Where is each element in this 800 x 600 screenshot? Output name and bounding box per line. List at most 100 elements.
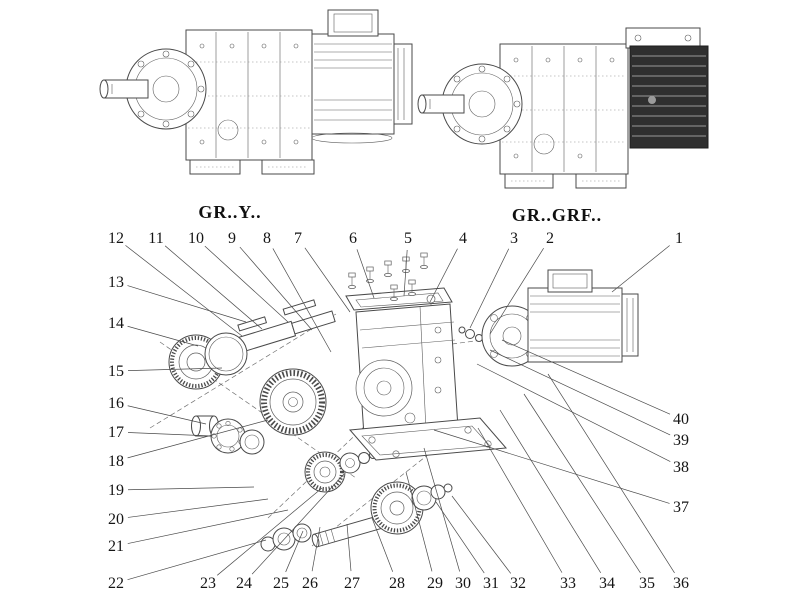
leader-line-1: [611, 245, 670, 293]
lower-gear: [370, 481, 424, 535]
leader-line-27: [346, 523, 352, 572]
flange-right: [441, 63, 523, 145]
terminal-box-left: [327, 9, 379, 37]
callout-number-35: 35: [639, 575, 655, 592]
feet-left: [189, 159, 315, 175]
bearing-large: [210, 418, 246, 454]
leader-line-21: [127, 509, 289, 544]
callout-number-24: 24: [236, 575, 252, 592]
callout-number-31: 31: [483, 575, 499, 592]
leader-line-7: [304, 247, 351, 313]
shaft-key-2: [282, 299, 317, 316]
callout-number-14: 14: [108, 315, 124, 332]
leader-line-34: [499, 409, 601, 573]
flange-left: [125, 48, 207, 130]
callout-number-3: 3: [510, 230, 518, 247]
leader-line-23: [216, 487, 323, 576]
leader-line-16: [127, 405, 207, 425]
callout-number-11: 11: [148, 230, 163, 247]
callout-number-33: 33: [560, 575, 576, 592]
variant-label-gr-grf: GR..GRF..: [512, 205, 602, 225]
output-shaft-left: [99, 79, 149, 99]
leader-line-2: [489, 247, 544, 335]
callout-number-38: 38: [673, 459, 689, 476]
leader-line-26: [311, 526, 321, 572]
leader-line-5: [403, 249, 408, 297]
leader-line-12: [125, 245, 243, 337]
callout-number-16: 16: [108, 395, 124, 412]
callout-number-39: 39: [673, 432, 689, 449]
output-shaft-right: [417, 94, 465, 114]
leader-line-38: [476, 363, 671, 462]
callout-number-23: 23: [200, 575, 216, 592]
callout-number-25: 25: [273, 575, 289, 592]
leader-line-11: [164, 245, 263, 330]
leader-line-40: [501, 339, 671, 415]
callout-number-36: 36: [673, 575, 689, 592]
leader-line-36: [547, 373, 675, 574]
leader-line-28: [371, 517, 394, 572]
leader-line-14: [127, 325, 199, 347]
callout-number-21: 21: [108, 538, 124, 555]
callout-number-7: 7: [294, 230, 302, 247]
bearing-small: [239, 429, 265, 455]
leader-line-17: [127, 432, 213, 437]
exploded-view: [149, 252, 639, 552]
shaft-key-1: [237, 316, 268, 332]
callout-number-37: 37: [673, 499, 689, 516]
gearcase-left: [185, 29, 313, 161]
leader-line-35: [523, 393, 641, 574]
callout-number-28: 28: [389, 575, 405, 592]
leader-line-19: [127, 486, 255, 491]
leader-line-4: [429, 248, 458, 303]
callout-number-19: 19: [108, 482, 124, 499]
variant-label-gr-y: GR..Y..: [198, 202, 261, 222]
callout-number-32: 32: [510, 575, 526, 592]
callout-number-29: 29: [427, 575, 443, 592]
alignment-axes: [149, 313, 499, 547]
leader-line-10: [204, 245, 289, 323]
mounting-base: [348, 417, 508, 461]
callout-number-12: 12: [108, 230, 124, 247]
callout-number-34: 34: [599, 575, 615, 592]
callout-number-27: 27: [344, 575, 360, 592]
leader-line-33: [477, 427, 563, 573]
leader-line-29: [405, 471, 433, 572]
motor-exploded: [481, 269, 639, 367]
leader-line-37: [433, 429, 670, 504]
leader-line-8: [272, 248, 332, 353]
callout-number-15: 15: [108, 363, 124, 380]
callout-number-8: 8: [263, 230, 271, 247]
large-gear: [259, 368, 327, 436]
callout-number-13: 13: [108, 274, 124, 291]
leader-line-3: [469, 248, 510, 329]
mid-gear: [304, 451, 346, 493]
callout-number-22: 22: [108, 575, 124, 592]
callout-number-1: 1: [675, 230, 683, 247]
callout-number-26: 26: [302, 575, 318, 592]
leader-line-6: [356, 249, 375, 299]
leader-line-25: [285, 530, 304, 573]
callout-number-40: 40: [673, 411, 689, 428]
callout-number-6: 6: [349, 230, 357, 247]
motor-left: [311, 9, 413, 144]
shim-ring: [204, 332, 248, 376]
leader-line-22: [127, 539, 267, 581]
assembly-gr-y: [99, 9, 413, 175]
callout-number-20: 20: [108, 511, 124, 528]
motor-body: [527, 269, 639, 363]
leader-line-18: [127, 419, 269, 459]
callout-number-18: 18: [108, 453, 124, 470]
feet-right: [504, 173, 627, 189]
leader-line-9: [239, 246, 313, 331]
leader-line-32: [451, 495, 512, 574]
lower-shaft: [311, 481, 453, 548]
callout-number-30: 30: [455, 575, 471, 592]
callout-number-4: 4: [459, 230, 467, 247]
leader-line-20: [127, 498, 269, 518]
callout-number-9: 9: [228, 230, 236, 247]
leader-line-39: [489, 349, 671, 436]
motor-terminal-box: [547, 269, 593, 293]
